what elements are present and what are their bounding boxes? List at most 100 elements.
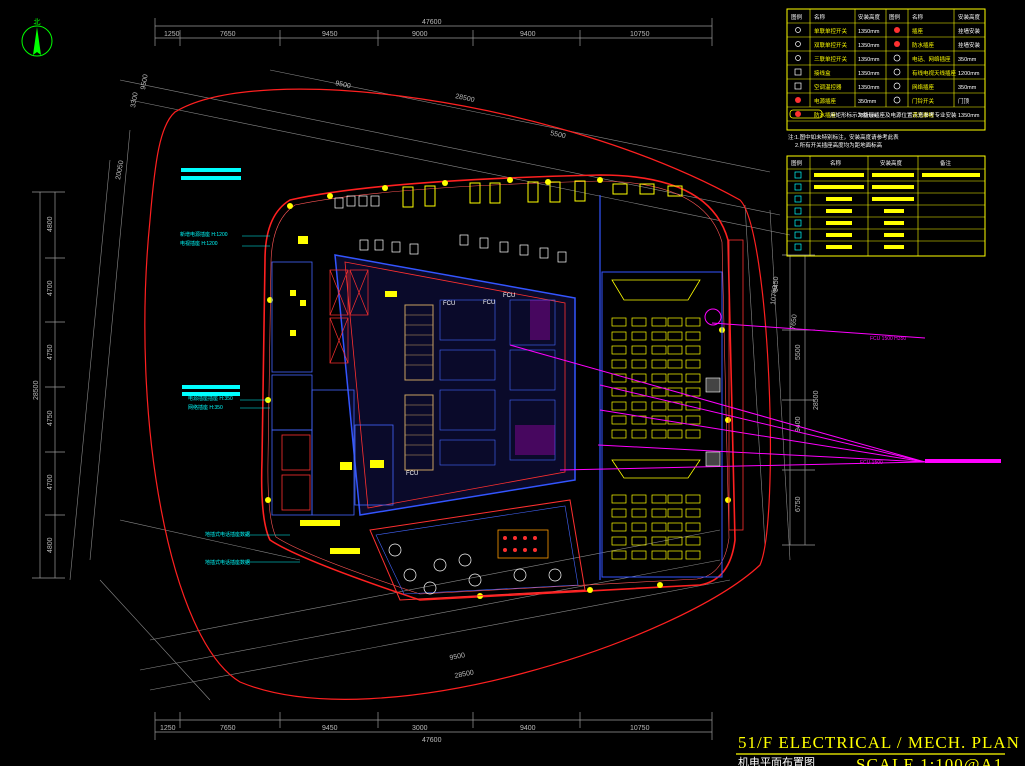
drawing-subtitle: 机电平面布置图 <box>738 755 815 766</box>
seat-17 <box>631 359 647 369</box>
legend-header-6: 安装高度 <box>958 13 981 21</box>
magenta-leader-lines <box>509 322 926 471</box>
seat-45 <box>685 429 701 439</box>
seat-9 <box>667 331 683 341</box>
seat-64 <box>667 536 683 546</box>
room-label-fcu-1: FCU <box>483 300 495 306</box>
dimension-text-right: 9450 5500 9400 6750 28500 <box>773 276 820 512</box>
seat-14 <box>667 345 683 355</box>
legend-cell-r6-c6: 门顶 <box>958 97 970 105</box>
legend-cell-r1-c2: 单联单控开关 <box>814 27 848 35</box>
seat-56 <box>611 522 627 532</box>
dim-right-1: 9450 <box>773 276 780 292</box>
seat-31 <box>611 401 627 411</box>
seat-47 <box>631 494 647 504</box>
seat-67 <box>631 550 647 560</box>
north-label: 北 <box>34 18 41 26</box>
legend-cell-r1-c6: 挂墙安装 <box>958 27 981 35</box>
dim-left-2: 4700 <box>47 280 54 296</box>
seat-13 <box>651 345 667 355</box>
seat-5 <box>685 317 701 327</box>
annotation-left-lower-2: 地插式电话插座数据 <box>205 559 250 566</box>
seat-54 <box>667 508 683 518</box>
dim-bottom-total: 47600 <box>422 737 442 744</box>
legend2-header-2: 名称 <box>830 159 842 167</box>
seat-63 <box>651 536 667 546</box>
legend-cell-r2-c6: 挂墙安装 <box>958 41 981 49</box>
annotation-left-mid-1: 电源插座插座 H:350 <box>188 395 233 402</box>
legend-cell-r5-c3: 1350mm <box>858 85 880 91</box>
annotation-right-1: FCU 1500 H350 <box>870 336 906 342</box>
seat-55 <box>685 508 701 518</box>
seat-39 <box>667 415 683 425</box>
seat-8 <box>651 331 667 341</box>
seat-44 <box>667 429 683 439</box>
legend-cell-r7-c5: 调光面板 <box>912 111 935 119</box>
seat-6 <box>611 331 627 341</box>
dim-bottom-3: 9450 <box>322 725 338 732</box>
legend-cell-r5-c2: 空调温控器 <box>814 83 842 91</box>
seat-16 <box>611 359 627 369</box>
dim-top-6: 10750 <box>630 31 650 38</box>
seat-22 <box>631 373 647 383</box>
seat-20 <box>685 359 701 369</box>
seat-11 <box>611 345 627 355</box>
dim-top-3: 9450 <box>322 31 338 38</box>
seat-46 <box>611 494 627 504</box>
dim-diag-top-2: 28500 <box>455 93 476 104</box>
building-outline <box>260 174 736 601</box>
dimension-lines-left <box>32 191 65 579</box>
legend-header-1: 图例 <box>791 13 803 21</box>
legend-cell-r3-c6: 350mm <box>958 57 977 63</box>
seat-48 <box>651 494 667 504</box>
seat-25 <box>685 373 701 383</box>
legend-cell-r1-c3: 1350mm <box>858 29 880 35</box>
legend-footer-note: 用矩形标示为整层插座及电源位置示意参考专业安装 <box>830 111 957 119</box>
dimension-text-bottom: 1250 7650 9450 3000 9400 10750 47600 <box>160 725 650 744</box>
dim-top-4: 9000 <box>412 31 428 38</box>
dim-diag-right-1: 10750 <box>770 285 779 305</box>
legend-cell-r4-c3: 1350mm <box>858 71 880 77</box>
annotation-left-mid-2: 网络插座 H:350 <box>188 404 223 411</box>
magenta-callout-bar <box>925 459 1001 463</box>
seat-3 <box>651 317 667 327</box>
skewed-grid-lines <box>69 69 791 701</box>
seat-19 <box>667 359 683 369</box>
seat-59 <box>667 522 683 532</box>
dim-diag-top-1: 9500 <box>335 80 352 90</box>
seat-12 <box>631 345 647 355</box>
dim-right-total: 28500 <box>813 390 820 410</box>
dim-bottom-1: 1250 <box>160 725 176 732</box>
seat-53 <box>651 508 667 518</box>
seat-1 <box>611 317 627 327</box>
legend-cell-r6-c2: 电源插座 <box>814 97 837 105</box>
classroom-seating <box>611 317 701 560</box>
room-label-fcu-3: FCU <box>443 301 455 307</box>
seat-2 <box>631 317 647 327</box>
seat-29 <box>667 387 683 397</box>
seat-28 <box>651 387 667 397</box>
seat-65 <box>685 536 701 546</box>
seat-26 <box>611 387 627 397</box>
seat-32 <box>631 401 647 411</box>
legend-cell-r1-c5: 插座 <box>912 27 924 35</box>
seat-62 <box>631 536 647 546</box>
seat-61 <box>611 536 627 546</box>
dim-top-1: 1250 <box>164 31 180 38</box>
seat-24 <box>667 373 683 383</box>
seat-33 <box>651 401 667 411</box>
legend-cell-r6-c5: 门铃开关 <box>912 97 935 105</box>
drawing-scale: SCALE 1:100@A1 <box>856 755 1003 766</box>
seat-57 <box>631 522 647 532</box>
seat-30 <box>685 387 701 397</box>
note-line-2: 2.所有开关插座高度均为距地面标高 <box>795 141 883 149</box>
seat-41 <box>611 429 627 439</box>
legend2-header-4: 备注 <box>940 159 952 167</box>
legend-cell-r4-c5: 有线电视天线插座 <box>912 69 957 77</box>
site-boundary <box>144 88 772 700</box>
seat-69 <box>667 550 683 560</box>
seat-42 <box>631 429 647 439</box>
legend-cell-r3-c3: 1350mm <box>858 57 880 63</box>
